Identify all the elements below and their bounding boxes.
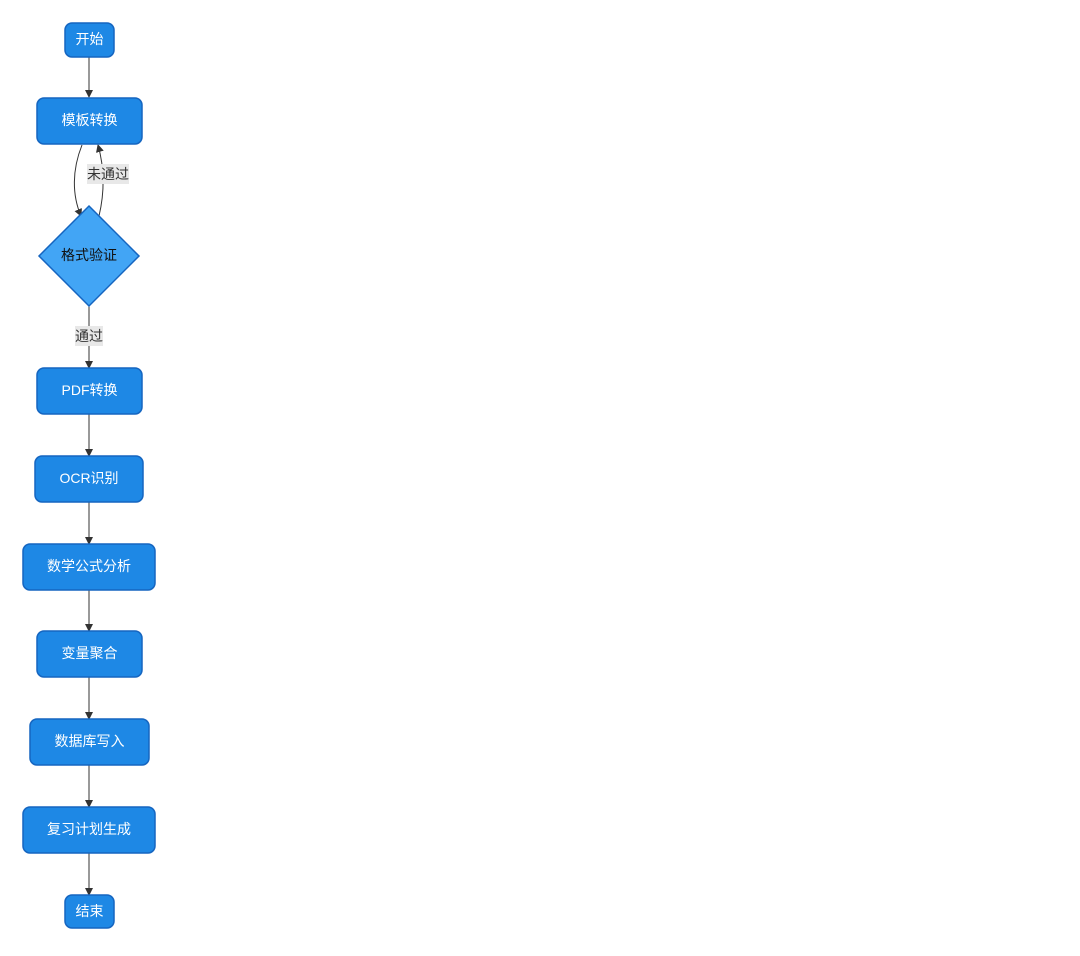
node-end[interactable]: 结束 bbox=[64, 894, 115, 929]
node-variable-aggregate[interactable]: 变量聚合 bbox=[36, 630, 143, 678]
node-ocr[interactable]: OCR识别 bbox=[34, 455, 144, 503]
edge-label-fail: 未通过 bbox=[87, 164, 129, 184]
node-formula-analysis-label: 数学公式分析 bbox=[47, 558, 131, 574]
edge-label-fail-text: 未通过 bbox=[87, 166, 129, 182]
node-pdf-convert[interactable]: PDF转换 bbox=[36, 367, 143, 415]
node-start[interactable]: 开始 bbox=[64, 22, 115, 58]
node-variable-aggregate-label: 变量聚合 bbox=[62, 645, 118, 661]
node-formula-analysis[interactable]: 数学公式分析 bbox=[22, 543, 156, 591]
node-template-convert[interactable]: 模板转换 bbox=[36, 97, 143, 145]
node-db-write-label: 数据库写入 bbox=[55, 733, 125, 749]
node-format-check-label: 格式验证 bbox=[61, 247, 117, 263]
node-end-label: 结束 bbox=[76, 903, 104, 919]
edge-template-to-check bbox=[73, 144, 83, 217]
edge-label-pass: 通过 bbox=[75, 326, 103, 346]
edge-label-pass-text: 通过 bbox=[75, 328, 103, 344]
node-start-label: 开始 bbox=[76, 31, 104, 47]
node-review-plan-label: 复习计划生成 bbox=[47, 821, 131, 837]
node-db-write[interactable]: 数据库写入 bbox=[29, 718, 150, 766]
node-template-convert-label: 模板转换 bbox=[62, 112, 118, 128]
node-review-plan[interactable]: 复习计划生成 bbox=[22, 806, 156, 854]
node-pdf-convert-label: PDF转换 bbox=[62, 382, 118, 398]
node-ocr-label: OCR识别 bbox=[59, 470, 118, 486]
node-format-check[interactable]: 格式验证 bbox=[37, 204, 141, 308]
